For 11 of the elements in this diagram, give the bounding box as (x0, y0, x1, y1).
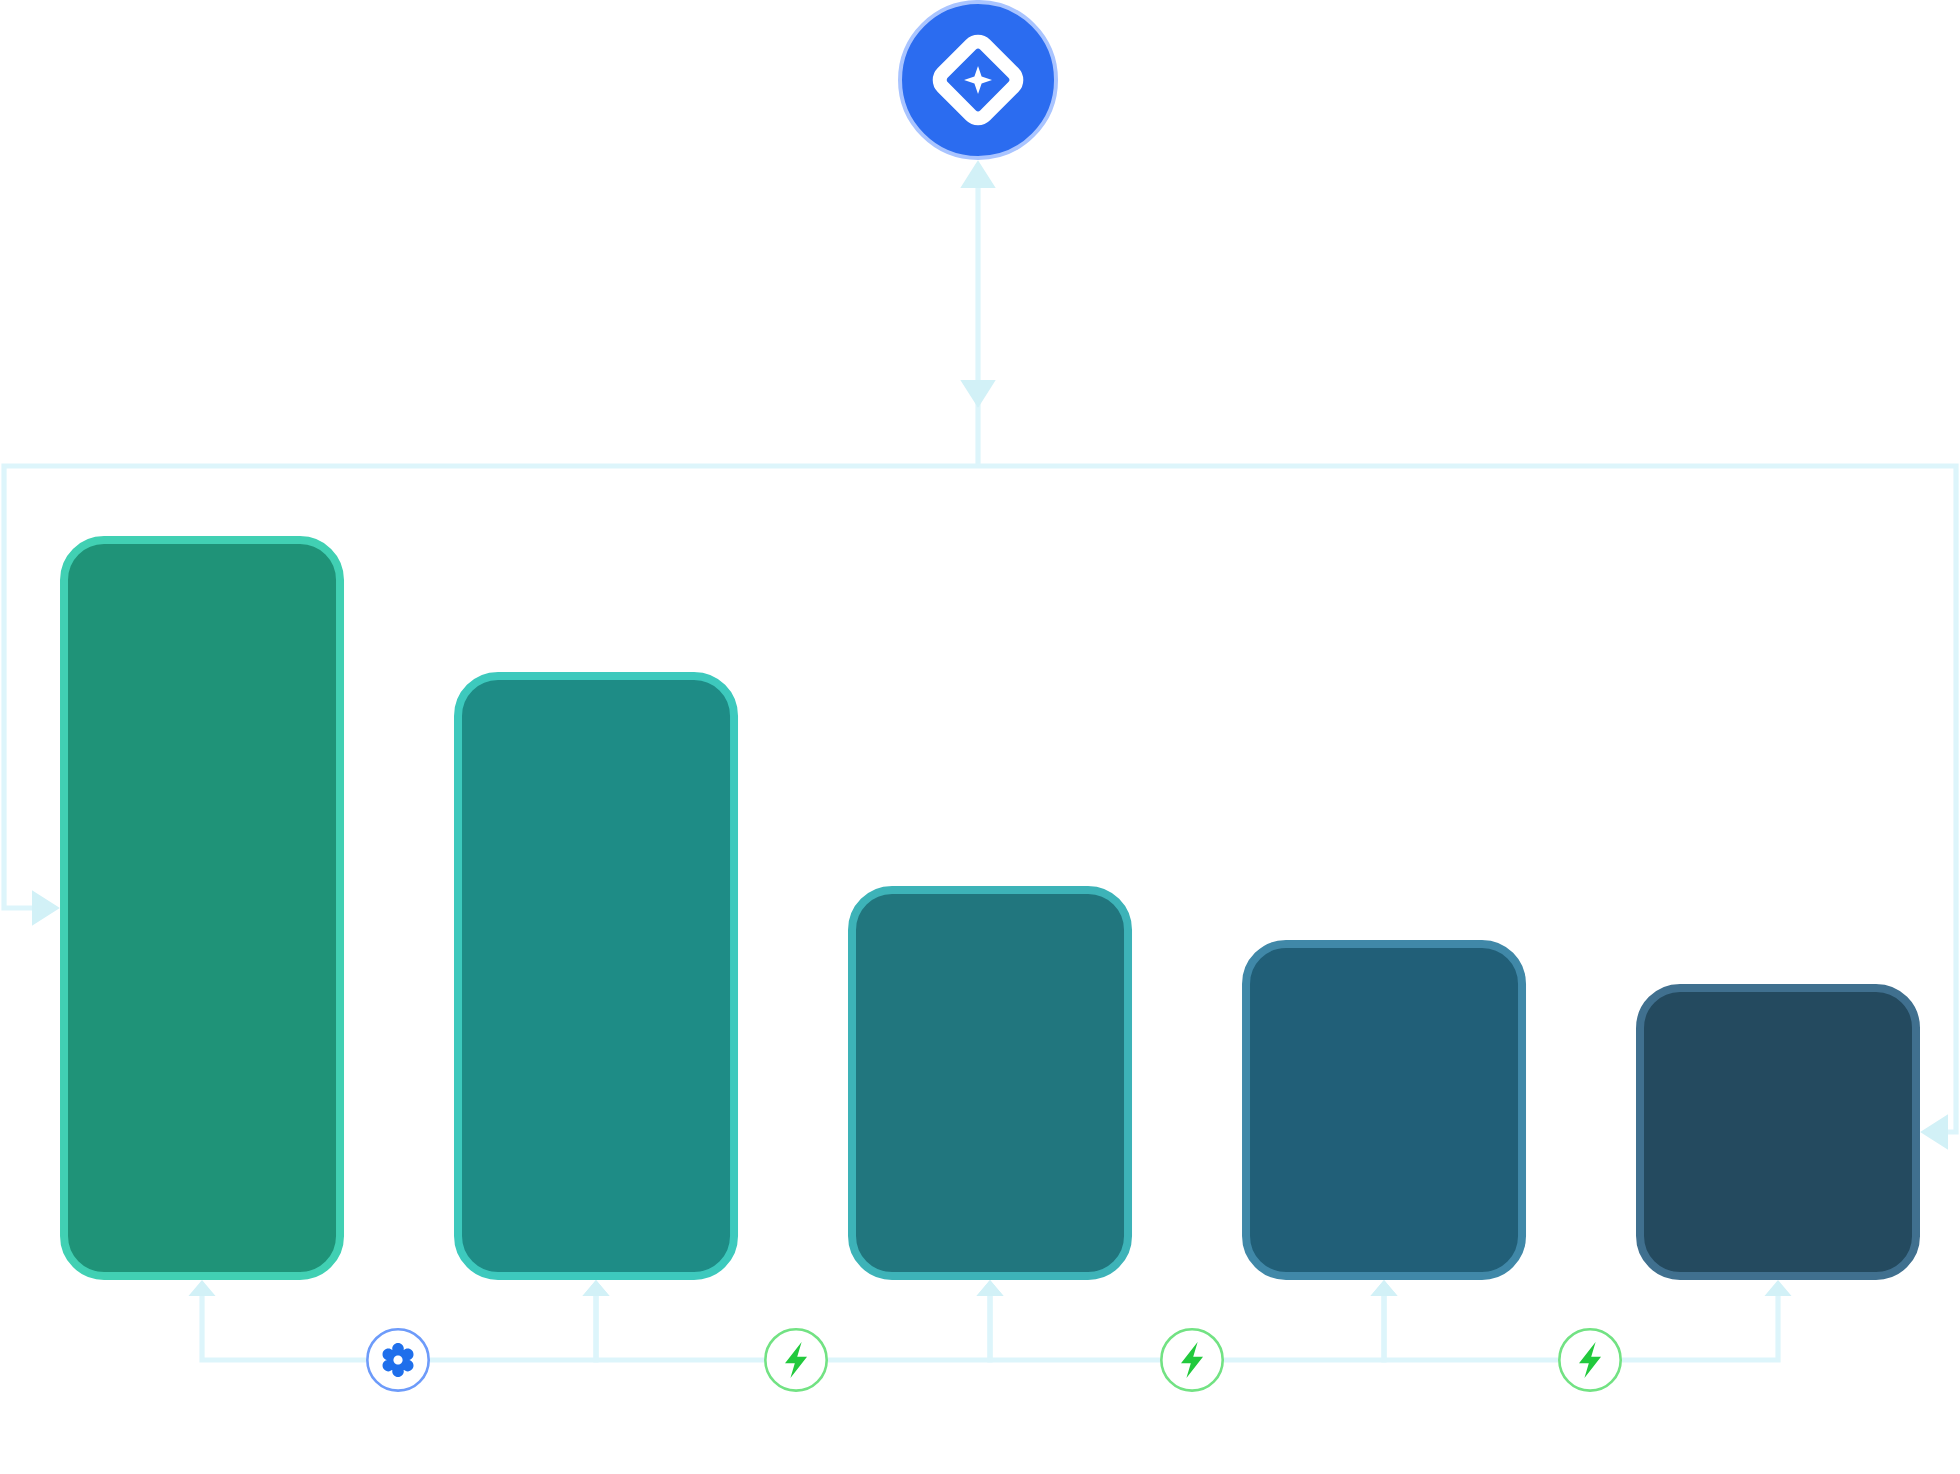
lightning-icon (1160, 1328, 1225, 1392)
arrow (978, 463, 1959, 1150)
lightning-icon (1558, 1328, 1622, 1392)
bar (1242, 940, 1526, 1280)
bar (848, 886, 1132, 1280)
gear-icon (366, 1328, 430, 1392)
bar (1636, 984, 1920, 1280)
bar (454, 672, 738, 1280)
bar (60, 536, 344, 1280)
sparkle-icon (898, 0, 1058, 160)
lightning-icon (764, 1328, 828, 1392)
